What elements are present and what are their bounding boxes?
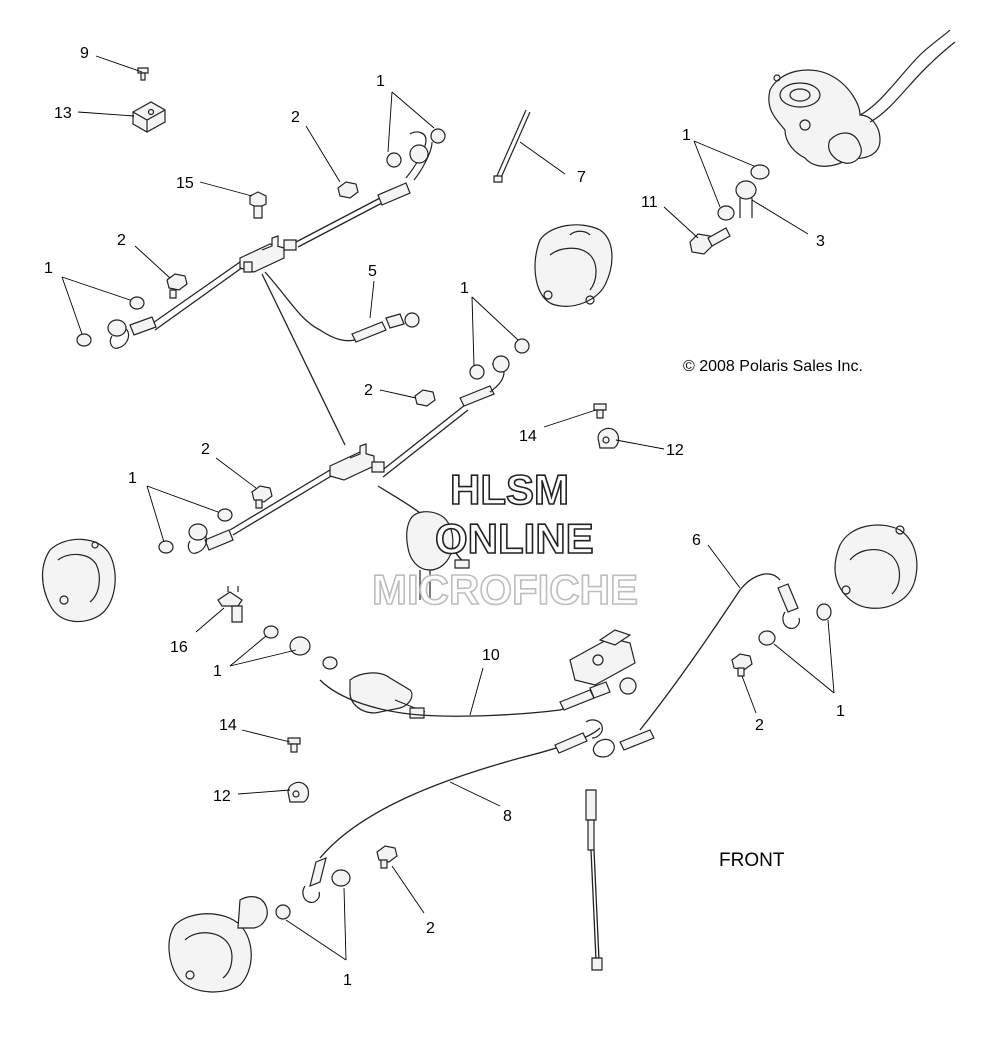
leader-lines: [61, 55, 835, 961]
callout-2: 2: [291, 109, 300, 126]
bolt-and-clamp-upper: [593, 403, 620, 449]
callout-2: 2: [426, 920, 435, 937]
callout-15: 15: [176, 175, 194, 192]
callout-13: 13: [54, 105, 72, 122]
callout-3: 3: [816, 233, 825, 250]
callout-1: 1: [836, 703, 845, 720]
callout-2: 2: [117, 232, 126, 249]
caliper-right-upper: [834, 524, 918, 609]
callout-14: 14: [219, 717, 237, 734]
callout-1: 1: [44, 260, 53, 277]
watermark: HLSM ONLINE MICROFICHE: [371, 465, 639, 614]
hose-end-part-5: [351, 312, 420, 343]
tie-strap-part-7: [493, 109, 531, 183]
copyright-text: © 2008 Polaris Sales Inc.: [683, 358, 863, 375]
callout-6: 6: [692, 532, 701, 549]
proportioning-valve-center: [406, 511, 470, 600]
callout-labels: 9 13 2 1 15 7 1 11 3 2 1 5 1 2 14 12 2 1…: [44, 45, 845, 989]
callout-9: 9: [80, 45, 89, 62]
callout-12: 12: [666, 442, 684, 459]
callout-11: 11: [641, 194, 658, 211]
right-front-brake-line: [592, 573, 832, 758]
caliper-upper-center: [534, 224, 613, 307]
callout-16: 16: [170, 639, 188, 656]
callout-1: 1: [682, 127, 691, 144]
clip-part-13: [132, 101, 166, 133]
callout-12: 12: [213, 788, 231, 805]
callout-5: 5: [368, 263, 377, 280]
caliper-left: [41, 538, 116, 623]
callout-1: 1: [376, 73, 385, 90]
callout-10: 10: [482, 647, 500, 664]
watermark-line-2: ONLINE: [435, 515, 594, 562]
callout-1: 1: [213, 663, 222, 680]
callout-1: 1: [128, 470, 137, 487]
caliper-left-lower: [168, 896, 268, 993]
watermark-line-1: HLSM: [450, 466, 569, 513]
callout-14: 14: [519, 428, 537, 445]
rear-brake-line-assembly: [263, 625, 637, 719]
callout-2: 2: [201, 441, 210, 458]
bleeder-part-16: [217, 586, 243, 623]
parts-illustration: [41, 29, 956, 993]
screw-part-9: [137, 67, 149, 81]
callout-2: 2: [364, 382, 373, 399]
bolt-part-15: [249, 191, 267, 219]
callout-8: 8: [503, 808, 512, 825]
callout-2: 2: [755, 717, 764, 734]
upper-brake-line-assembly: [76, 128, 446, 446]
master-cylinder-fittings: [689, 164, 770, 255]
left-rear-brake-line: [275, 719, 603, 920]
callout-7: 7: [577, 169, 586, 186]
callout-1: 1: [460, 280, 469, 297]
front-orientation-label: FRONT: [719, 850, 785, 871]
callout-1: 1: [343, 972, 352, 989]
bolt-and-clamp-lower: [287, 737, 310, 803]
brake-cable-lower: [585, 789, 603, 971]
watermark-line-3: MICROFICHE: [372, 566, 638, 613]
master-cylinder-upper: [768, 29, 956, 167]
